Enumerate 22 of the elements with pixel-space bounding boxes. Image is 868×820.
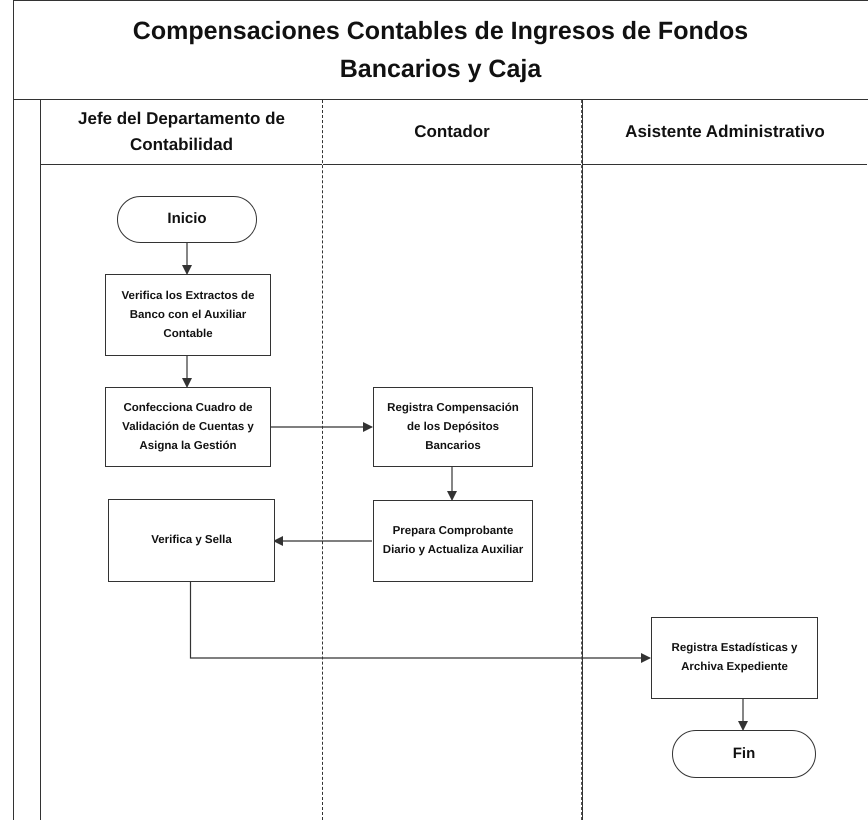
arrow: [182, 356, 192, 388]
process-box: Registra Estadísticas y Archiva Expediente: [651, 617, 818, 699]
terminator-shape: Inicio: [117, 196, 257, 243]
arrow: [182, 243, 192, 275]
process-box: Registra Compensación de los Depósitos Bancarios: [373, 387, 533, 467]
arrow: [447, 467, 457, 501]
process-box: Verifica y Sella: [108, 499, 275, 582]
lane-header: Jefe del Departamento de Contabilidad: [41, 100, 322, 165]
arrow: [190, 582, 651, 663]
arrow: [738, 699, 748, 731]
process-box: Confecciona Cuadro de Validación de Cuentas y Asigna la Gestión: [105, 387, 271, 467]
process-box: Prepara Comprobante Diario y Actualiza Auxiliar: [373, 500, 533, 582]
lane-header: Asistente Administrativo: [583, 100, 867, 165]
terminator-shape: Fin: [672, 730, 816, 778]
swimlane: [582, 100, 867, 820]
diagram-title: Compensaciones Contables de Ingresos de Fondos Bancarios y Caja: [13, 0, 868, 100]
arrow: [273, 536, 372, 546]
swimlane: [40, 100, 322, 820]
lane-header: Contador: [323, 100, 581, 165]
swimlane: [322, 100, 582, 820]
arrow: [270, 422, 373, 432]
process-box: Verifica los Extractos de Banco con el Auxiliar Contable: [105, 274, 271, 356]
